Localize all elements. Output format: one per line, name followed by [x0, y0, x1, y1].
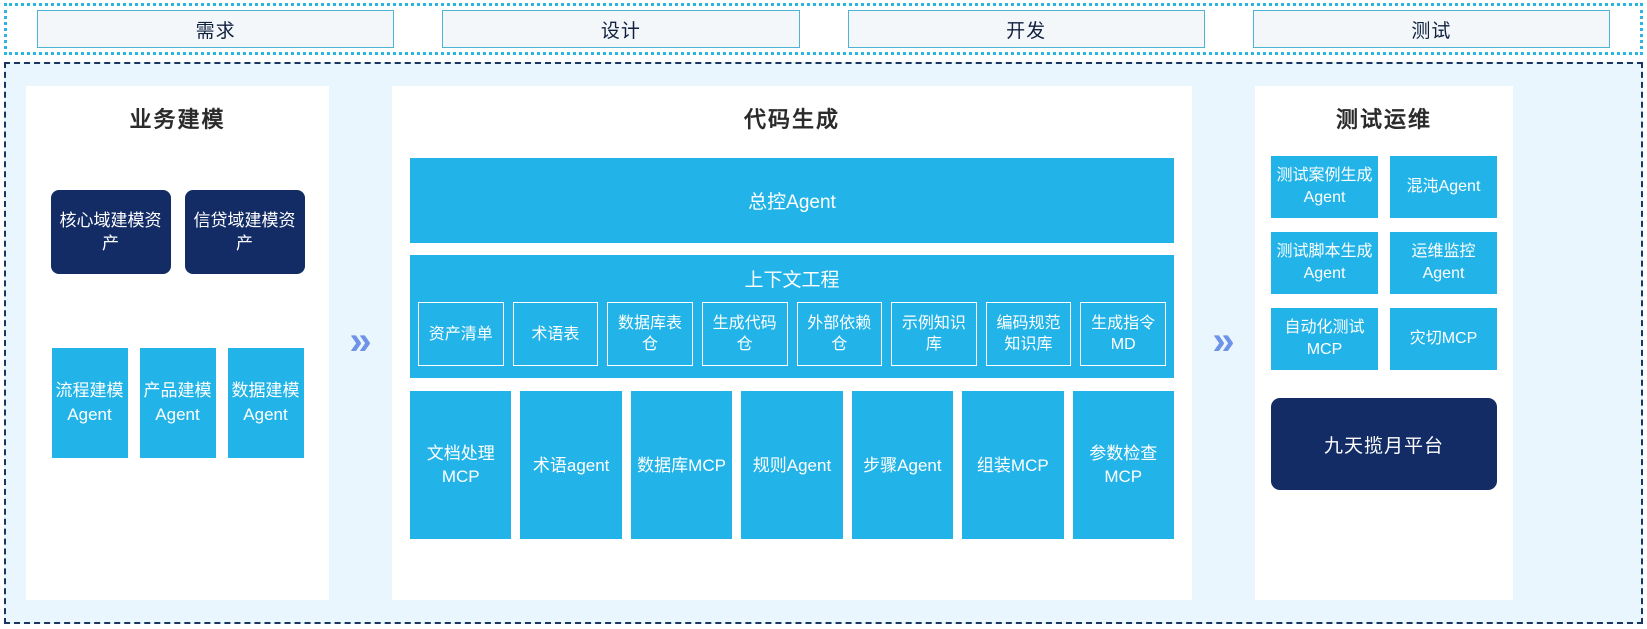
agent-box-data-modeling[interactable]: 数据建模Agent — [227, 348, 304, 458]
context-item-external-dependency-repo[interactable]: 外部依赖仓 — [796, 302, 883, 366]
phase-box-design[interactable]: 设计 — [442, 10, 800, 48]
phase-strip: 需求 设计 开发 测试 — [4, 3, 1643, 55]
panel-code-generation: 代码生成 总控Agent 上下文工程 资产清单 术语表 数据库表仓 生成代码仓 … — [392, 86, 1192, 600]
context-item-asset-list[interactable]: 资产清单 — [418, 302, 504, 366]
tool-box-step-agent[interactable]: 步骤Agent — [851, 391, 954, 539]
chevron-right-icon-1: » — [329, 86, 392, 600]
panel-test-ops: 测试运维 测试案例生成Agent 混沌Agent 测试脚本生成Agent 运维监… — [1255, 86, 1513, 600]
test-ops-box-test-case-generation-agent[interactable]: 测试案例生成Agent — [1271, 156, 1378, 218]
tool-box-document-processing-mcp[interactable]: 文档处理MCP — [410, 391, 512, 539]
context-item-coding-standard-knowledge-base[interactable]: 编码规范知识库 — [985, 302, 1072, 366]
asset-row: 核心域建模资产 信贷域建模资产 — [50, 190, 305, 274]
modeling-agent-row: 流程建模Agent 产品建模Agent 数据建模Agent — [51, 348, 304, 458]
context-item-example-knowledge-base[interactable]: 示例知识库 — [891, 302, 977, 366]
code-generation-body: 总控Agent 上下文工程 资产清单 术语表 数据库表仓 生成代码仓 外部依赖仓… — [392, 140, 1192, 600]
phase-box-testing[interactable]: 测试 — [1252, 10, 1610, 48]
panel-business-modeling: 业务建模 核心域建模资产 信贷域建模资产 流程建模Agent 产品建模Agent… — [26, 86, 329, 600]
phase-box-development[interactable]: 开发 — [847, 10, 1205, 48]
context-engineering-block: 上下文工程 资产清单 术语表 数据库表仓 生成代码仓 外部依赖仓 示例知识库 编… — [410, 255, 1174, 378]
context-engineering-title: 上下文工程 — [744, 270, 840, 291]
panel-title-code-generation: 代码生成 — [743, 107, 840, 132]
test-ops-box-ops-monitoring-agent[interactable]: 运维监控Agent — [1390, 232, 1497, 294]
tool-box-rule-agent[interactable]: 规则Agent — [741, 391, 843, 539]
agent-box-product-modeling[interactable]: 产品建模Agent — [139, 348, 216, 458]
tool-box-database-mcp[interactable]: 数据库MCP — [630, 391, 733, 539]
test-ops-box-disaster-switch-mcp[interactable]: 灾切MCP — [1390, 308, 1497, 370]
context-item-generation-instruction-md[interactable]: 生成指令MD — [1080, 302, 1166, 366]
panel-title-test-ops: 测试运维 — [1335, 107, 1432, 132]
context-item-db-table-repo[interactable]: 数据库表仓 — [607, 302, 693, 366]
asset-box-core-domain[interactable]: 核心域建模资产 — [50, 190, 171, 274]
test-ops-grid: 测试案例生成Agent 混沌Agent 测试脚本生成Agent 运维监控Agen… — [1271, 156, 1497, 370]
context-item-generated-code-repo[interactable]: 生成代码仓 — [701, 302, 788, 366]
asset-box-credit-domain[interactable]: 信贷域建模资产 — [184, 190, 305, 274]
chevron-glyph-2: » — [1212, 319, 1235, 363]
test-ops-body: 测试案例生成Agent 混沌Agent 测试脚本生成Agent 运维监控Agen… — [1255, 140, 1513, 600]
chevron-glyph-1: » — [349, 319, 372, 363]
tool-row: 文档处理MCP 术语agent 数据库MCP 规则Agent 步骤Agent 组… — [410, 391, 1174, 539]
panel-title-business-modeling: 业务建模 — [129, 107, 226, 132]
tool-box-parameter-check-mcp[interactable]: 参数检查MCP — [1072, 391, 1174, 539]
context-item-glossary[interactable]: 术语表 — [512, 302, 599, 366]
agent-box-process-modeling[interactable]: 流程建模Agent — [51, 348, 128, 458]
main-frame: 业务建模 核心域建模资产 信贷域建模资产 流程建模Agent 产品建模Agent… — [4, 62, 1643, 624]
master-agent-banner[interactable]: 总控Agent — [410, 158, 1174, 243]
tool-box-assembly-mcp[interactable]: 组装MCP — [962, 391, 1064, 539]
platform-box-jiutian-lanyue[interactable]: 九天揽月平台 — [1271, 398, 1497, 490]
chevron-right-icon-2: » — [1192, 86, 1255, 600]
test-ops-box-automated-test-mcp[interactable]: 自动化测试MCP — [1271, 308, 1378, 370]
test-ops-box-chaos-agent[interactable]: 混沌Agent — [1390, 156, 1497, 218]
test-ops-box-test-script-generation-agent[interactable]: 测试脚本生成Agent — [1271, 232, 1378, 294]
business-modeling-body: 核心域建模资产 信贷域建模资产 流程建模Agent 产品建模Agent 数据建模… — [26, 140, 329, 600]
phase-box-requirements[interactable]: 需求 — [37, 10, 395, 48]
tool-box-glossary-agent[interactable]: 术语agent — [520, 391, 622, 539]
context-item-list: 资产清单 术语表 数据库表仓 生成代码仓 外部依赖仓 示例知识库 编码规范知识库… — [418, 302, 1166, 366]
